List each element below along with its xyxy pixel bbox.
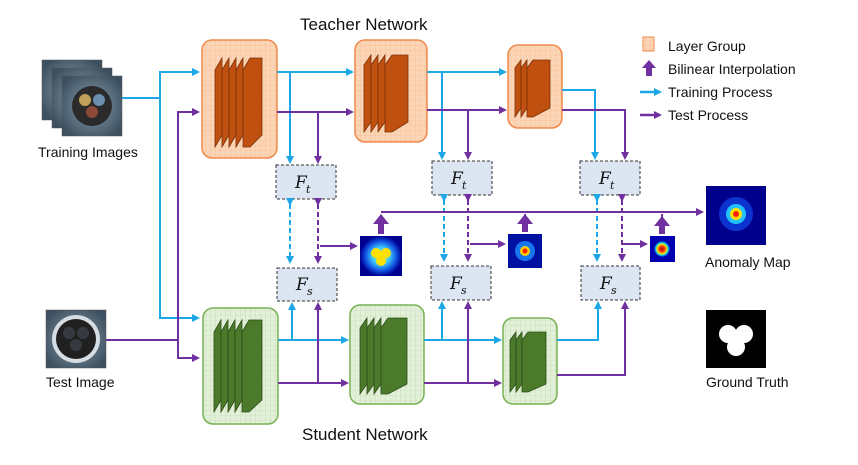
legend-training: Training Process <box>668 84 773 100</box>
student-network-title: Student Network <box>302 425 428 444</box>
ground-truth-caption: Ground Truth <box>706 374 789 390</box>
heatmap-medium <box>508 234 542 268</box>
svg-text:s: s <box>461 284 467 297</box>
svg-text:t: t <box>462 179 467 192</box>
svg-text:F: F <box>295 275 309 295</box>
svg-text:s: s <box>611 284 617 297</box>
svg-text:F: F <box>449 274 463 294</box>
student-layer-group-1 <box>202 307 279 425</box>
svg-text:t: t <box>306 183 311 196</box>
upsample-arrow-1 <box>373 214 389 234</box>
test-dashed-arrows <box>314 194 626 264</box>
legend-bilinear: Bilinear Interpolation <box>668 61 796 77</box>
upsample-arrow-3 <box>654 216 670 234</box>
svg-text:F: F <box>294 173 308 193</box>
svg-text:F: F <box>598 169 612 189</box>
teacher-layer-group-3 <box>507 44 563 129</box>
teacher-feature-box-1: F t <box>275 164 337 200</box>
legend: Layer Group Bilinear Interpolation Train… <box>640 36 796 123</box>
training-images <box>41 59 123 137</box>
training-images-caption: Training Images <box>38 144 138 160</box>
student-feature-box-3: F s <box>580 265 641 301</box>
upsample-arrow-2 <box>517 214 533 232</box>
test-image-caption: Test Image <box>46 374 115 390</box>
svg-text:s: s <box>307 285 313 298</box>
teacher-feature-box-3: F t <box>579 160 641 196</box>
student-layer-group-3 <box>502 317 558 405</box>
svg-text:t: t <box>610 179 615 192</box>
student-feature-box-2: F s <box>430 265 492 301</box>
student-feature-box-1: F s <box>276 267 338 302</box>
teacher-layer-group-1 <box>201 39 278 159</box>
test-arrows <box>106 106 704 387</box>
training-dashed-arrows <box>286 194 601 264</box>
student-layer-group-2 <box>349 304 425 405</box>
svg-text:F: F <box>450 169 464 189</box>
bilinear-interpolation-arrows <box>373 214 670 234</box>
legend-test: Test Process <box>668 107 748 123</box>
heatmap-small <box>650 236 675 262</box>
layer-group-legend-icon <box>642 36 655 52</box>
anomaly-map-image <box>706 186 766 245</box>
teacher-feature-box-2: F t <box>431 160 493 196</box>
heatmap-large <box>360 236 402 276</box>
teacher-network-title: Teacher Network <box>300 15 428 34</box>
training-arrows <box>122 68 602 344</box>
bilinear-interpolation-legend-icon <box>642 60 656 76</box>
ground-truth-image <box>706 310 766 368</box>
test-image <box>45 309 107 369</box>
legend-layer-group: Layer Group <box>668 38 746 54</box>
svg-text:F: F <box>599 274 613 294</box>
teacher-layer-group-2 <box>354 39 428 143</box>
anomaly-map-caption: Anomaly Map <box>705 254 791 270</box>
